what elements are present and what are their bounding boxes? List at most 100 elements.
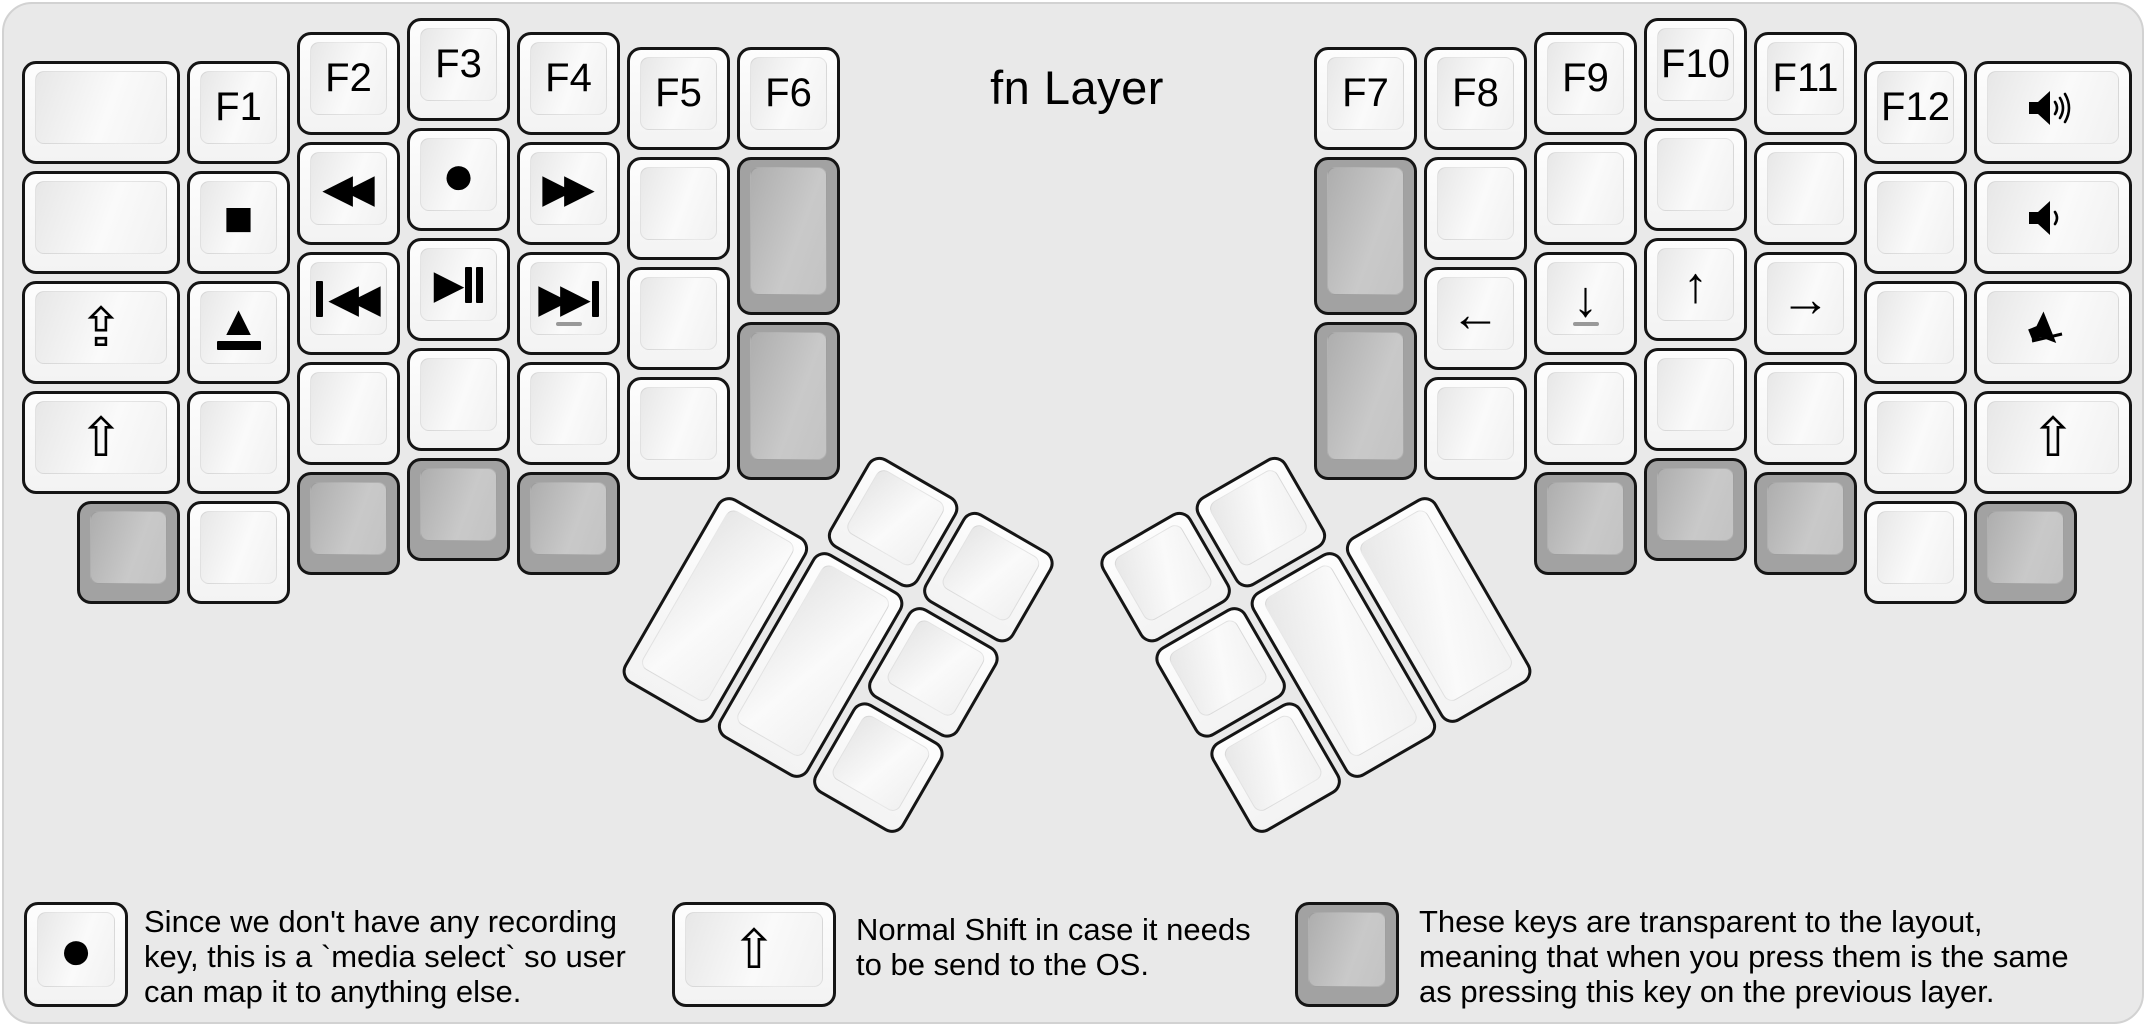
key-shift: ⇧ (22, 391, 180, 494)
legend-key-icon: ⇧ (672, 902, 836, 1007)
key-eject: ▲ (187, 281, 290, 384)
volume-up-icon (2026, 87, 2080, 129)
key-blank (1534, 362, 1637, 465)
key-transparent (1644, 458, 1747, 561)
key-arrow-up: ↑ (1644, 238, 1747, 341)
key-f1: F1 (187, 61, 290, 164)
key-transparent (1314, 157, 1417, 315)
key-transparent (737, 157, 840, 315)
key-label: F6 (765, 71, 812, 115)
key-blank (22, 171, 180, 274)
key-f11: F11 (1754, 32, 1857, 135)
key-blank (1754, 362, 1857, 465)
key-transparent (297, 472, 400, 575)
key-label: F12 (1881, 85, 1950, 129)
volume-down-icon (2026, 197, 2080, 239)
key-f6: F6 (737, 47, 840, 150)
key-play-pause: ▶ (407, 238, 510, 341)
layer-title: fn Layer (990, 61, 1164, 114)
key-blank (1864, 281, 1967, 384)
legend-item-text: These keys are transparent to the layout… (1419, 904, 2069, 1009)
key-label: F10 (1661, 42, 1730, 86)
key-f7: F7 (1314, 47, 1417, 150)
caps-lock-icon: ⇪ (78, 297, 124, 358)
key-f4: F4 (517, 32, 620, 135)
key-next-track: ▶▶ (517, 252, 620, 355)
key-blank (22, 61, 180, 164)
fast-forward-icon: ▶▶ (542, 166, 594, 211)
key-blank (627, 267, 730, 370)
key-transparent (1534, 472, 1637, 575)
key-label: F4 (545, 56, 592, 100)
key-transparent (77, 501, 180, 604)
legend-key-icon: ● (24, 902, 128, 1007)
key-prev-track: ◀◀ (297, 252, 400, 355)
key-blank (517, 362, 620, 465)
arrow-left-icon: ← (1450, 285, 1501, 342)
record-icon: ● (59, 917, 93, 981)
arrow-up-icon: ↑ (1683, 256, 1708, 313)
key-caps-lock: ⇪ (22, 281, 180, 384)
legend-line: These keys are transparent to the layout… (1419, 904, 1983, 939)
key-blank (1864, 171, 1967, 274)
key-label: F3 (435, 42, 482, 86)
key-arrow-down: ↓ (1534, 252, 1637, 355)
stop-icon: ■ (223, 189, 254, 246)
shift-icon: ⇧ (2030, 407, 2076, 468)
play-pause-icon: ▶ (434, 265, 484, 305)
key-blank (187, 391, 290, 494)
key-volume-up (1974, 61, 2132, 164)
legend-line: key, this is a `media select` so user (144, 939, 626, 974)
arrow-down-icon: ↓ (1573, 270, 1598, 327)
arrow-right-icon: → (1780, 270, 1831, 327)
key-transparent (407, 458, 510, 561)
key-label: F11 (1772, 56, 1839, 100)
key-blank (1864, 391, 1967, 494)
key-blank (627, 157, 730, 260)
rewind-icon: ◀◀ (322, 166, 374, 211)
legend-line: Since we don't have any recording (144, 904, 617, 939)
key-label: F7 (1342, 71, 1389, 115)
key-f2: F2 (297, 32, 400, 135)
shift-icon: ⇧ (731, 919, 777, 980)
homing-dash (555, 322, 582, 326)
key-blank (1864, 501, 1967, 604)
key-volume-down (1974, 171, 2132, 274)
key-f5: F5 (627, 47, 730, 150)
key-blank (627, 377, 730, 480)
key-label: F5 (655, 71, 702, 115)
legend-line: Normal Shift in case it needs (856, 912, 1251, 947)
key-label: F8 (1452, 71, 1499, 115)
key-blank (407, 348, 510, 451)
key-fast-forward: ▶▶ (517, 142, 620, 245)
mute-icon (2026, 307, 2080, 349)
key-transparent (517, 472, 620, 575)
key-blank (1644, 348, 1747, 451)
key-arrow-right: → (1754, 252, 1857, 355)
key-record: ● (407, 128, 510, 231)
legend-line: can map it to anything else. (144, 974, 522, 1009)
key-blank (1644, 128, 1747, 231)
shift-icon: ⇧ (78, 407, 124, 468)
key-mute (1974, 281, 2132, 384)
key-f10: F10 (1644, 18, 1747, 121)
legend-line: to be send to the OS. (856, 947, 1149, 982)
key-f3: F3 (407, 18, 510, 121)
key-label: F2 (325, 56, 372, 100)
key-blank (1424, 157, 1527, 260)
key-transparent (1754, 472, 1857, 575)
key-shift: ⇧ (1974, 391, 2132, 494)
key-f12: F12 (1864, 61, 1967, 164)
legend-line: meaning that when you press them is the … (1419, 939, 2069, 974)
key-blank (1754, 142, 1857, 245)
key-f9: F9 (1534, 32, 1637, 135)
key-transparent (1974, 501, 2077, 604)
key-blank (297, 362, 400, 465)
key-arrow-left: ← (1424, 267, 1527, 370)
homing-dash (1572, 322, 1599, 326)
key-blank (1424, 377, 1527, 480)
key-label: F9 (1562, 56, 1609, 100)
legend-key-icon (1295, 902, 1399, 1007)
